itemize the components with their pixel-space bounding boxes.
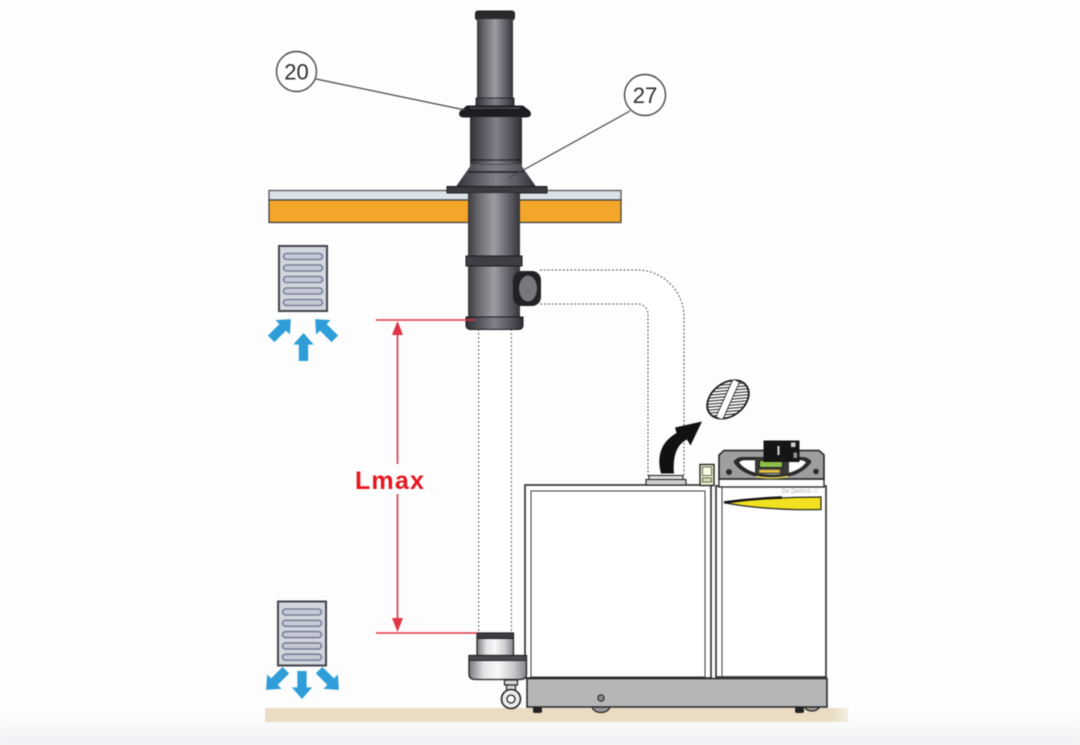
svg-text:De Dietrich ☉: De Dietrich ☉ (782, 488, 819, 495)
svg-text:Lmax: Lmax (355, 467, 425, 495)
svg-text:20: 20 (284, 60, 308, 85)
svg-text:27: 27 (633, 83, 657, 108)
